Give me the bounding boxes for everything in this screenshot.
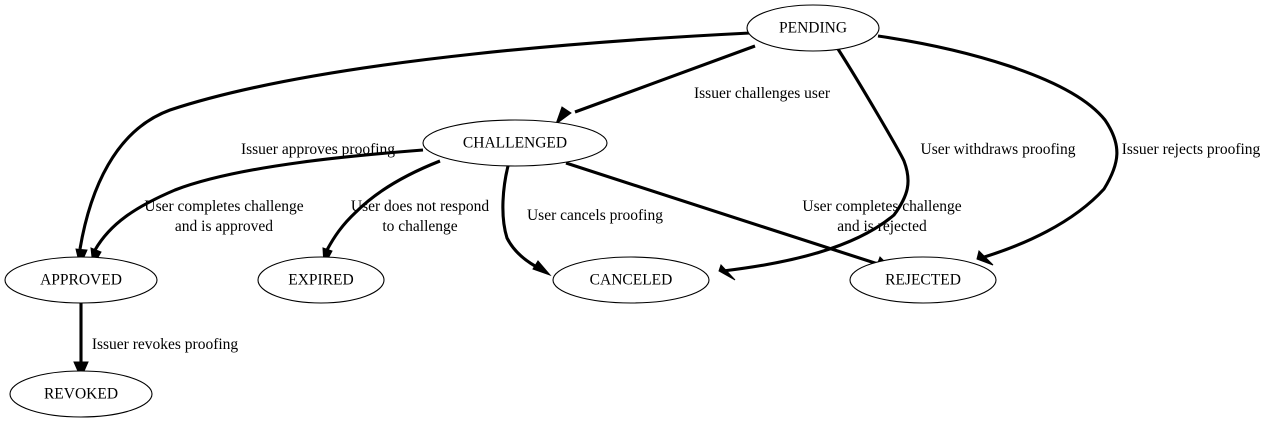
edge-path-pending-challenged <box>574 44 756 114</box>
edge-label-challenged-expired-line1: User does not respond <box>351 198 489 215</box>
node-expired[interactable]: EXPIRED <box>257 256 385 304</box>
edge-path-challenged-approved <box>93 148 424 251</box>
node-shape-pending[interactable] <box>746 4 880 52</box>
edge-label-pending-challenged: Issuer challenges user <box>694 85 831 102</box>
node-approved[interactable]: APPROVED <box>4 256 158 304</box>
node-label-rejected: REJECTED <box>885 272 961 289</box>
node-shape-approved[interactable] <box>4 256 158 304</box>
edge-pending-to-rejected <box>877 34 1119 266</box>
node-shape-rejected[interactable] <box>849 256 997 304</box>
node-label-pending: PENDING <box>779 20 847 37</box>
node-challenged[interactable]: CHALLENGED <box>422 119 608 167</box>
node-label-challenged: CHALLENGED <box>463 135 567 152</box>
node-shape-canceled[interactable] <box>552 256 710 304</box>
edge-label-challenged-approved-line2: and is approved <box>175 218 273 235</box>
arrowhead-challenged-from-pending <box>554 106 572 126</box>
edge-challenged-to-canceled <box>501 165 552 277</box>
edge-label-challenged-expired-line2: to challenge <box>382 218 457 235</box>
edge-path-pending-approved <box>78 31 751 250</box>
edge-pending-to-canceled <box>718 48 910 281</box>
node-label-approved: APPROVED <box>40 272 122 289</box>
edge-label-challenged-rejected-line1: User completes challenge <box>802 198 961 215</box>
edge-label-group: Issuer challenges user Issuer approves p… <box>92 85 1261 353</box>
node-label-expired: EXPIRED <box>288 272 353 289</box>
node-shape-expired[interactable] <box>257 256 385 304</box>
node-rejected[interactable]: REJECTED <box>849 256 997 304</box>
arrowhead-canceled-from-pending <box>718 264 736 281</box>
node-shape-challenged[interactable] <box>422 119 608 167</box>
arrowhead-revoked-from-approved <box>73 361 89 380</box>
node-label-revoked: REVOKED <box>44 386 118 403</box>
node-shape-revoked[interactable] <box>9 370 153 418</box>
edge-approved-to-revoked <box>73 303 89 380</box>
edge-path-challenged-canceled <box>501 165 536 268</box>
edge-pending-to-challenged <box>554 44 756 126</box>
edge-path-challenged-expired <box>325 159 441 251</box>
edge-path-pending-canceled <box>722 48 910 273</box>
node-label-canceled: CANCELED <box>590 272 673 289</box>
node-pending[interactable]: PENDING <box>746 4 880 52</box>
edge-path-pending-rejected <box>877 34 1119 260</box>
edge-label-challenged-approved-line1: User completes challenge <box>144 198 303 215</box>
node-canceled[interactable]: CANCELED <box>552 256 710 304</box>
edge-label-challenged-rejected-line2: and is rejected <box>837 218 927 235</box>
node-revoked[interactable]: REVOKED <box>9 370 153 418</box>
edge-path-challenged-rejected <box>565 161 879 266</box>
arrowhead-canceled-from-challenged <box>532 260 552 277</box>
edge-label-pending-rejected: Issuer rejects proofing <box>1122 141 1261 158</box>
arrowhead-rejected-from-pending <box>976 250 994 266</box>
edge-label-approved-revoked: Issuer revokes proofing <box>92 336 239 353</box>
edge-label-challenged-canceled: User cancels proofing <box>527 207 663 224</box>
edge-label-pending-approved: Issuer approves proofing <box>241 141 395 158</box>
edge-label-pending-canceled: User withdraws proofing <box>921 141 1076 158</box>
